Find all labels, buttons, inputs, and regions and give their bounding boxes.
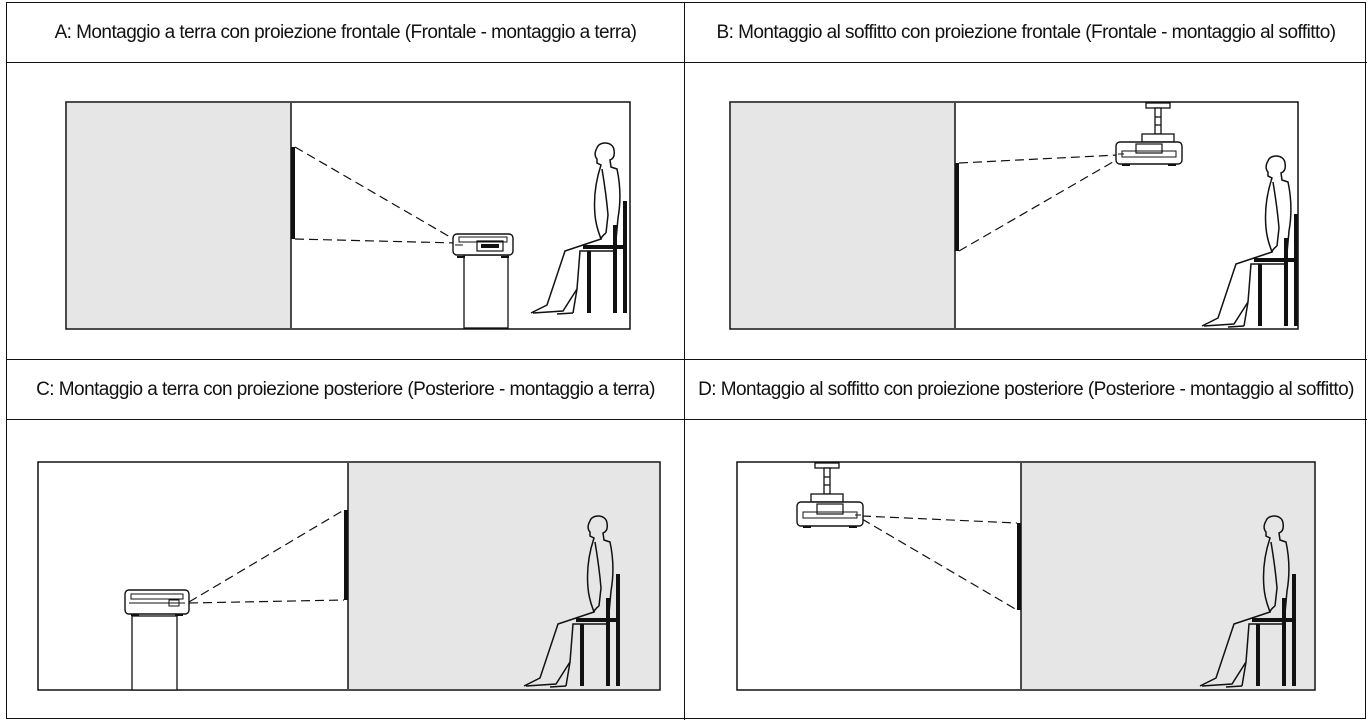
shaded-area-a bbox=[67, 103, 291, 328]
seated-person-b bbox=[1201, 155, 1298, 328]
beam-top-d bbox=[861, 515, 1018, 524]
panel-a bbox=[7, 63, 685, 360]
installation-diagram-grid: A: Montaggio a terra con proiezione fron… bbox=[6, 2, 1367, 720]
beam-top-a bbox=[294, 146, 458, 242]
caption-b: B: Montaggio al soffitto con proiezione … bbox=[685, 3, 1367, 63]
beam-bottom-d bbox=[861, 518, 1018, 611]
table-c bbox=[131, 615, 178, 691]
caption-a: A: Montaggio a terra con proiezione fron… bbox=[7, 3, 685, 63]
panel-b bbox=[685, 63, 1367, 360]
seated-person-d bbox=[1199, 515, 1296, 688]
beam-top-b bbox=[958, 154, 1119, 164]
caption-d: D: Montaggio al soffitto con proiezione … bbox=[685, 360, 1367, 420]
panel-d bbox=[685, 420, 1367, 720]
caption-a-text: A: Montaggio a terra con proiezione fron… bbox=[54, 21, 637, 43]
caption-c: C: Montaggio a terra con proiezione post… bbox=[7, 360, 685, 420]
seated-person-c bbox=[523, 515, 620, 688]
projector-c bbox=[124, 589, 190, 616]
ceiling-mount-d bbox=[810, 462, 844, 503]
scene-b bbox=[729, 101, 1299, 330]
caption-b-text: B: Montaggio al soffitto con proiezione … bbox=[716, 21, 1336, 43]
scene-c bbox=[37, 461, 661, 691]
scene-d bbox=[736, 461, 1316, 691]
caption-c-text: C: Montaggio a terra con proiezione post… bbox=[36, 378, 655, 400]
scene-a bbox=[65, 101, 631, 330]
projector-b bbox=[1115, 141, 1183, 166]
shaded-area-d bbox=[1021, 463, 1314, 689]
panel-c bbox=[7, 420, 685, 720]
caption-d-text: D: Montaggio al soffitto con proiezione … bbox=[698, 378, 1354, 400]
beam-bottom-c bbox=[188, 599, 345, 604]
table-a bbox=[463, 254, 509, 329]
beam-top-c bbox=[188, 509, 345, 603]
beam-bottom-b bbox=[958, 158, 1119, 252]
seated-person-a bbox=[530, 142, 627, 315]
shaded-area-b bbox=[731, 103, 955, 328]
projector-a bbox=[452, 233, 514, 258]
projector-d bbox=[796, 501, 864, 528]
